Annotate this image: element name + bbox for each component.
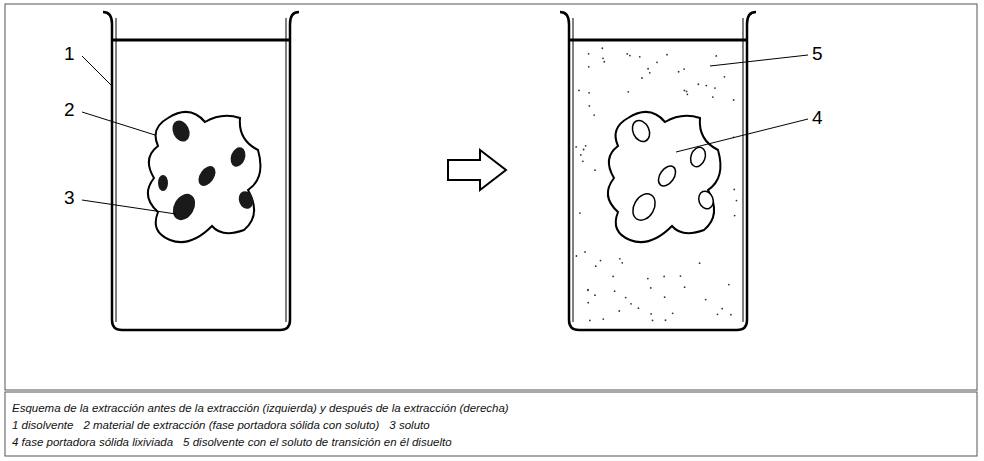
callout-number: 2 (64, 100, 75, 119)
key-item: 5 disolvente con el soluto de transición… (183, 436, 452, 448)
caption-frame (5, 392, 977, 456)
key-item: 4 fase portadora sólida lixiviada (12, 436, 173, 448)
callout-number: 5 (812, 44, 823, 63)
callout-number: 1 (64, 44, 75, 63)
caption-text: Esquema de la extracción antes de la ext… (12, 400, 972, 417)
key-item: 2 material de extracción (fase portadora… (83, 419, 379, 431)
key-item: 1 disolvente (12, 419, 73, 431)
callout-number: 4 (812, 108, 823, 127)
leader-lines (82, 55, 808, 214)
key-line: 4 fase portadora sólida lixiviada 5 disol… (12, 434, 972, 451)
beaker-right (560, 12, 756, 330)
key-item: 3 soluto (389, 419, 429, 431)
beaker-left (103, 12, 299, 330)
callout-number: 3 (64, 188, 75, 207)
process-arrow (448, 150, 506, 190)
key-line: 1 disolvente 2 material de extracción (fa… (12, 417, 972, 434)
figure-frame (5, 4, 977, 390)
caption-block: Esquema de la extracción antes de la ext… (12, 400, 972, 451)
